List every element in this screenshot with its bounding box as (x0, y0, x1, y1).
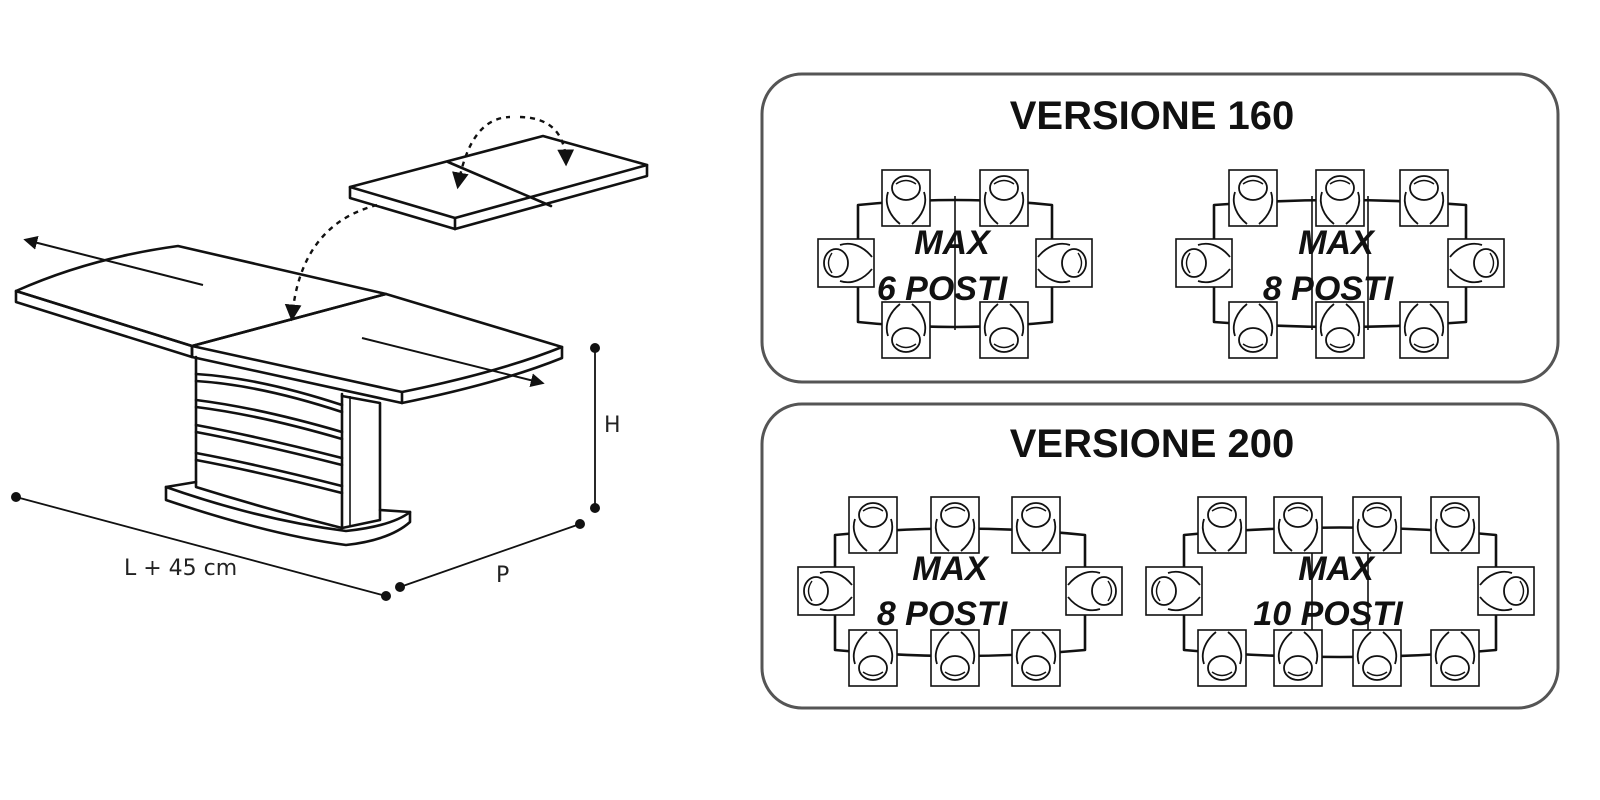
max-label: MAX (914, 224, 992, 262)
seating-layout-10: MAX 10 POSTI (1145, 496, 1535, 687)
max-label: MAX (1298, 550, 1376, 588)
table-pedestal (164, 355, 412, 547)
table-top-main (190, 292, 564, 405)
version-title: VERSIONE 200 (1010, 422, 1295, 466)
depth-dimension-label: P (496, 563, 509, 588)
dimension-lines (11, 343, 600, 601)
seats-label: 10 POSTI (1253, 595, 1404, 633)
seats-label: 8 POSTI (877, 595, 1009, 633)
seating-layout-8: MAX 8 POSTI (1175, 169, 1505, 359)
version-160-panel: VERSIONE 160 MAX 6 POSTI (760, 72, 1560, 384)
version-200-panel: VERSIONE 200 MAX 8 POSTI (760, 402, 1560, 710)
length-dimension-label: L + 45 cm (124, 556, 237, 581)
version-title: VERSIONE 160 (1010, 94, 1295, 138)
extension-leaf (348, 134, 649, 231)
height-dimension-label: H (604, 413, 621, 438)
seats-label: 8 POSTI (1263, 270, 1395, 308)
table-drawing: L + 45 cm P H (11, 115, 649, 601)
seats-label: 6 POSTI (877, 270, 1009, 308)
seating-layout-8: MAX 8 POSTI (797, 496, 1123, 687)
seating-layout-6: MAX 6 POSTI (817, 169, 1093, 359)
movement-arrows (23, 115, 575, 388)
table-top-left-leaf (14, 244, 388, 359)
max-label: MAX (912, 550, 990, 588)
max-label: MAX (1298, 224, 1376, 262)
